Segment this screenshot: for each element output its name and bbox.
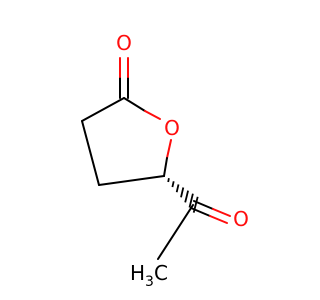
ketone-bond-upper-black bbox=[193, 200, 214, 210]
ketone-double-bond bbox=[190, 200, 231, 224]
hash-5 bbox=[180, 187, 185, 198]
ring-bonds bbox=[81, 97, 172, 186]
bond-c3-c2 bbox=[81, 120, 100, 186]
hash-2 bbox=[167, 178, 170, 183]
methyl-hydrogen: H bbox=[130, 261, 145, 285]
ketone-oxygen-label: O bbox=[233, 207, 249, 231]
bond-c4-c3 bbox=[98, 175, 165, 186]
molecule-structure-diagram: O O O H 3 C bbox=[81, 31, 249, 290]
bond-c1-ring-oxygen-red bbox=[144, 110, 161, 120]
bond-acetyl-methyl bbox=[157, 204, 194, 260]
carbonyl-oxygen-label: O bbox=[116, 31, 132, 55]
ring-oxygen-label: O bbox=[164, 116, 180, 140]
bond-ring-oxygen-c4 bbox=[163, 157, 168, 177]
hash-7 bbox=[188, 193, 194, 208]
bond-ring-oxygen-c4-red bbox=[166, 139, 172, 159]
methyl-label: H 3 C bbox=[130, 261, 168, 290]
methyl-carbon: C bbox=[154, 261, 168, 285]
methyl-subscript: 3 bbox=[145, 274, 154, 290]
hash-6 bbox=[184, 190, 189, 203]
lactone-carbonyl-double-bond bbox=[119, 57, 129, 99]
ketone-bond-lower-black bbox=[190, 207, 211, 217]
hash-4 bbox=[175, 184, 180, 193]
hash-3 bbox=[171, 181, 175, 188]
ketone-bond-lower-red bbox=[209, 215, 228, 224]
bond-c2-c1 bbox=[81, 97, 125, 122]
ketone-bond-upper-red bbox=[212, 208, 231, 217]
bond-c1-ring-oxygen bbox=[123, 97, 146, 112]
